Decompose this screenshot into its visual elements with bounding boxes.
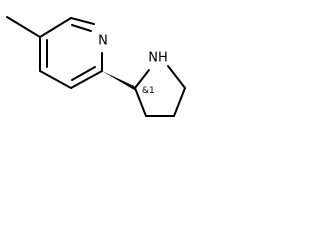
pyridine-bond-c3-c2	[70, 70, 103, 89]
pyrrolidine-bond-c5-c4	[173, 87, 186, 117]
pyrrolidine-nh-label: NH	[148, 51, 168, 66]
stereo-annotation: &1	[142, 86, 155, 96]
pyrrolidine-bond-n1-c5	[167, 65, 186, 89]
pyridine-bond-c4-c3	[39, 70, 72, 89]
pyridine-double-bond-inner-3	[71, 24, 92, 32]
molecule-structure: N NH &1	[6, 16, 186, 117]
pyridine-double-bond-inner-2	[71, 66, 96, 81]
pyridine-bond-c6-c5	[39, 17, 72, 38]
pyridine-nitrogen-label: N	[98, 34, 108, 49]
pyridine-bond-n1-c6	[70, 17, 95, 25]
pyrrolidine-bond-c2-n1	[134, 69, 150, 89]
stereo-wedge-bond	[102, 71, 136, 91]
pyrrolidine-bond-c3-c2	[134, 87, 147, 117]
methyl-bond	[6, 16, 41, 38]
